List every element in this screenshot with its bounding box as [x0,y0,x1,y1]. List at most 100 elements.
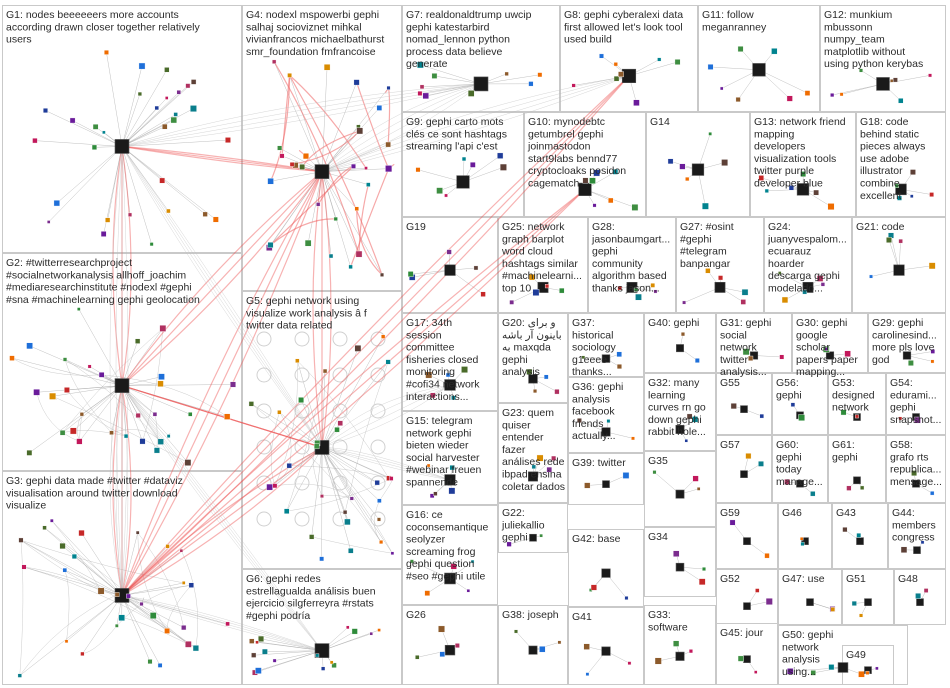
vertex[interactable] [309,534,315,540]
vertex[interactable] [157,380,164,387]
vertex[interactable] [164,96,169,100]
vertex[interactable] [764,188,769,193]
vertex[interactable] [667,158,674,165]
vertex[interactable] [694,358,700,363]
vertex[interactable] [606,419,611,423]
vertex[interactable] [613,75,620,82]
vertex[interactable] [390,551,395,556]
vertex[interactable] [139,601,144,607]
vertex[interactable] [889,79,894,83]
vertex[interactable] [830,607,836,612]
vertex[interactable] [742,348,750,356]
vertex[interactable] [469,161,476,168]
vertex[interactable] [740,299,746,305]
vertex[interactable] [304,239,312,247]
vertex[interactable] [608,197,614,204]
vertex[interactable] [635,293,642,301]
vertex-image[interactable] [114,378,130,393]
vertex-image[interactable] [528,374,538,384]
vertex[interactable] [466,589,471,593]
vertex[interactable] [910,169,916,176]
vertex[interactable] [764,553,770,559]
vertex-image[interactable] [675,489,685,499]
vertex[interactable] [272,59,277,64]
vertex[interactable] [369,631,373,636]
vertex-image[interactable] [864,598,872,606]
vertex[interactable] [18,537,24,543]
vertex[interactable] [928,73,932,78]
vertex[interactable] [685,176,690,182]
vertex[interactable] [461,156,467,162]
vertex[interactable] [348,264,353,270]
vertex[interactable] [499,163,507,171]
vertex[interactable] [346,625,350,630]
vertex[interactable] [348,548,354,554]
vertex[interactable] [157,663,163,668]
vertex[interactable] [184,459,192,466]
vertex[interactable] [674,59,681,65]
vertex[interactable] [436,187,443,194]
vertex[interactable] [844,350,851,357]
vertex[interactable] [422,92,429,100]
vertex[interactable] [616,351,622,358]
vertex[interactable] [351,163,356,169]
vertex[interactable] [379,540,384,545]
vertex[interactable] [480,291,486,297]
vertex[interactable] [46,220,51,224]
vertex[interactable] [279,153,285,159]
vertex[interactable] [438,625,445,633]
vertex[interactable] [42,108,48,114]
vertex-image[interactable] [675,424,685,434]
vertex[interactable] [289,162,295,167]
vertex[interactable] [329,660,334,665]
vertex[interactable] [923,588,929,593]
vertex-image[interactable] [444,264,456,276]
vertex[interactable] [896,195,902,201]
vertex[interactable] [272,483,278,489]
vertex[interactable] [581,355,586,360]
vertex[interactable] [765,598,773,605]
vertex[interactable] [97,587,105,595]
vertex[interactable] [444,193,448,198]
vertex[interactable] [898,98,904,104]
vertex[interactable] [633,287,639,292]
vertex[interactable] [114,623,119,628]
vertex[interactable] [798,414,805,421]
vertex[interactable] [266,483,273,491]
vertex[interactable] [76,438,83,445]
vertex[interactable] [504,71,509,76]
vertex-image[interactable] [528,645,538,655]
vertex[interactable] [349,496,354,501]
vertex[interactable] [356,127,364,135]
vertex[interactable] [622,472,630,479]
vertex[interactable] [653,289,658,294]
vertex[interactable] [376,105,383,111]
vertex[interactable] [92,123,99,130]
vertex[interactable] [892,77,898,83]
vertex[interactable] [166,208,171,214]
vertex[interactable] [33,388,40,396]
vertex[interactable] [26,449,33,456]
vertex[interactable] [673,550,680,557]
vertex[interactable] [258,635,265,642]
vertex[interactable] [415,655,420,660]
vertex[interactable] [707,64,714,70]
vertex[interactable] [576,418,582,423]
vertex[interactable] [176,90,181,95]
vertex-image[interactable] [913,546,921,554]
vertex[interactable] [473,265,479,271]
vertex[interactable] [554,389,560,395]
vertex[interactable] [813,189,819,196]
vertex[interactable] [810,670,816,676]
vertex[interactable] [859,68,864,73]
vertex[interactable] [657,57,662,62]
vertex[interactable] [42,525,47,530]
vertex[interactable] [114,592,120,597]
vertex[interactable] [433,491,438,496]
vertex[interactable] [787,668,794,675]
vertex-image[interactable] [528,471,538,482]
vertex[interactable] [248,401,254,407]
vertex[interactable] [543,374,549,380]
vertex[interactable] [323,64,331,71]
vertex[interactable] [532,289,540,296]
